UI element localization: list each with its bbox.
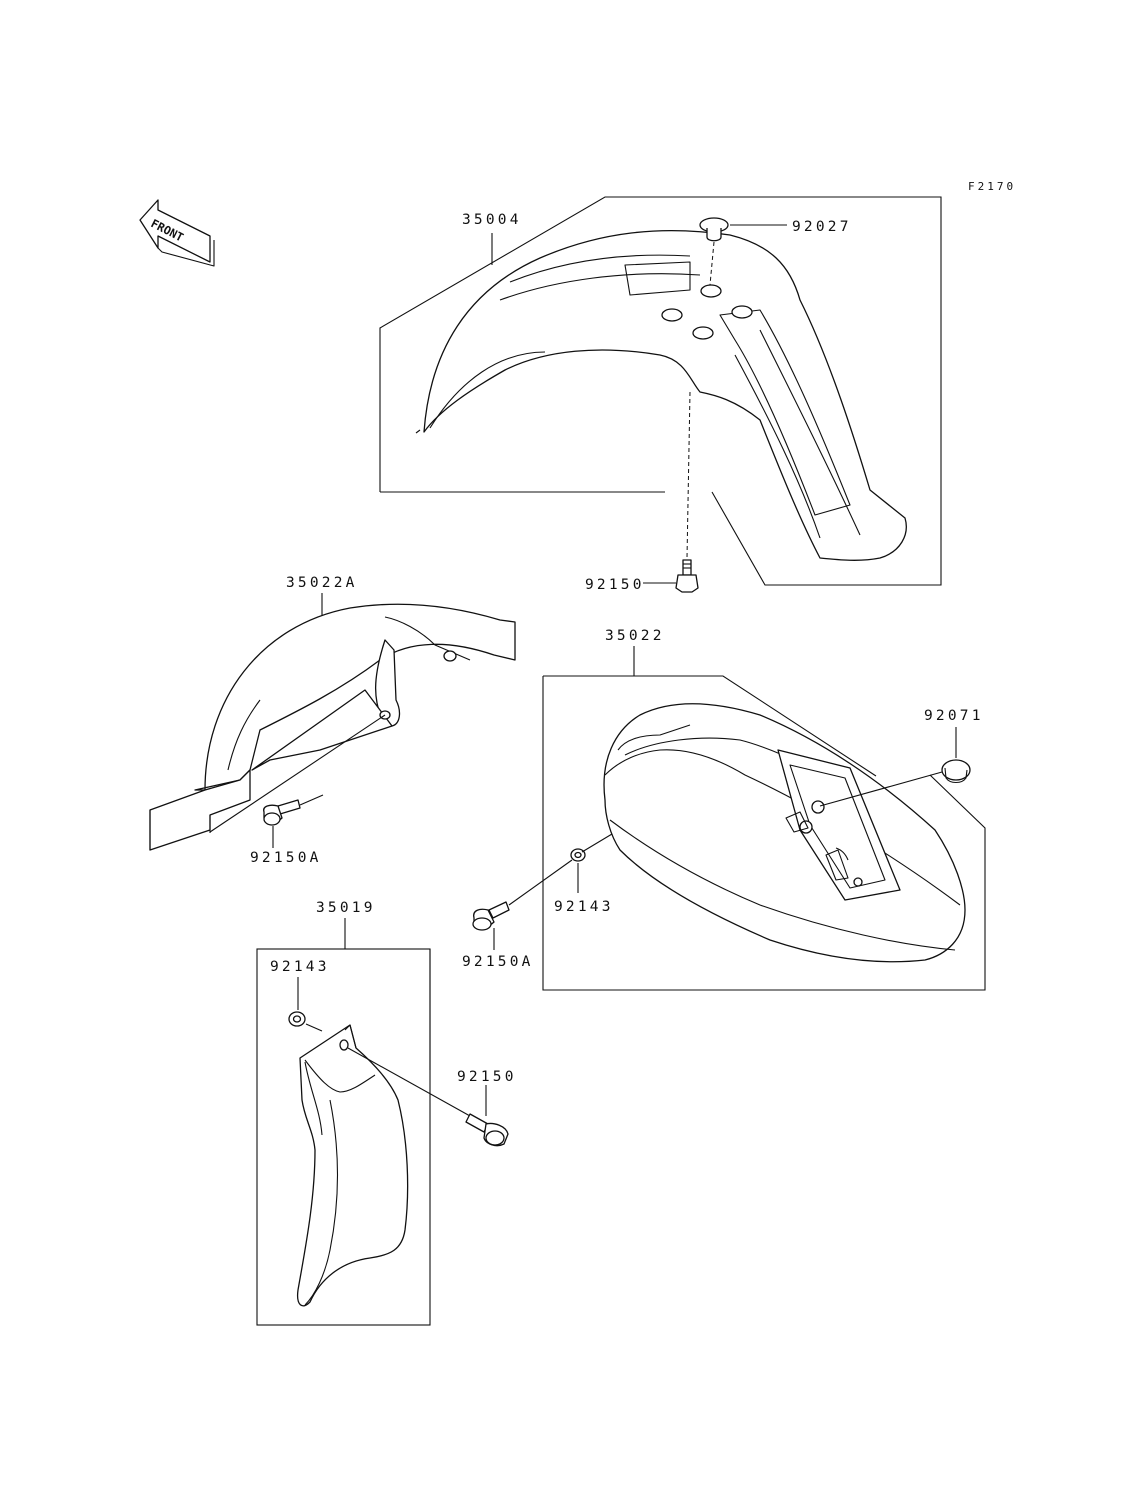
bolt-92150A-left xyxy=(263,799,301,826)
label-35022A: 35022A xyxy=(286,575,358,591)
rear-fender-group-outline xyxy=(542,676,986,991)
rear-fender-group: 35022 92071 xyxy=(462,628,986,991)
front-direction-arrow: FRONT xyxy=(139,199,215,267)
rear-fender-group-outline-top xyxy=(543,675,877,777)
label-92027: 92027 xyxy=(792,219,852,235)
inner-fender-group: 35022A 92150A xyxy=(149,575,516,866)
label-92150A-left: 92150A xyxy=(250,850,322,866)
label-35019: 35019 xyxy=(316,900,376,916)
label-35004: 35004 xyxy=(462,212,522,228)
label-92150-top: 92150 xyxy=(585,577,645,593)
bolt-92150-top xyxy=(675,559,699,593)
front-fender-group-outline xyxy=(379,196,942,586)
washer-92143-left xyxy=(288,1011,306,1027)
inner-fender-35022A xyxy=(149,603,516,851)
bolt-92150-bottom xyxy=(465,1113,509,1147)
figure-code: F2170 xyxy=(968,180,1016,193)
front-fender-35004 xyxy=(415,230,907,561)
label-92143-left: 92143 xyxy=(270,959,330,975)
guard-35019 xyxy=(296,1024,409,1307)
front-fender-group: 35004 92027 xyxy=(379,196,942,593)
rear-fender-35022 xyxy=(603,703,966,963)
plug-92027 xyxy=(699,217,729,242)
label-92150-bottom: 92150 xyxy=(457,1069,517,1085)
label-92150A-right: 92150A xyxy=(462,954,534,970)
label-92071: 92071 xyxy=(924,708,984,724)
guard-group-outline xyxy=(256,948,431,1326)
bolt-92150A-right xyxy=(472,901,510,931)
washer-92143-right xyxy=(570,848,586,862)
label-92143-right: 92143 xyxy=(554,899,614,915)
grommet-92071 xyxy=(941,759,971,784)
guard-group: 35019 92143 92150 xyxy=(256,900,517,1326)
label-35022: 35022 xyxy=(605,628,665,644)
